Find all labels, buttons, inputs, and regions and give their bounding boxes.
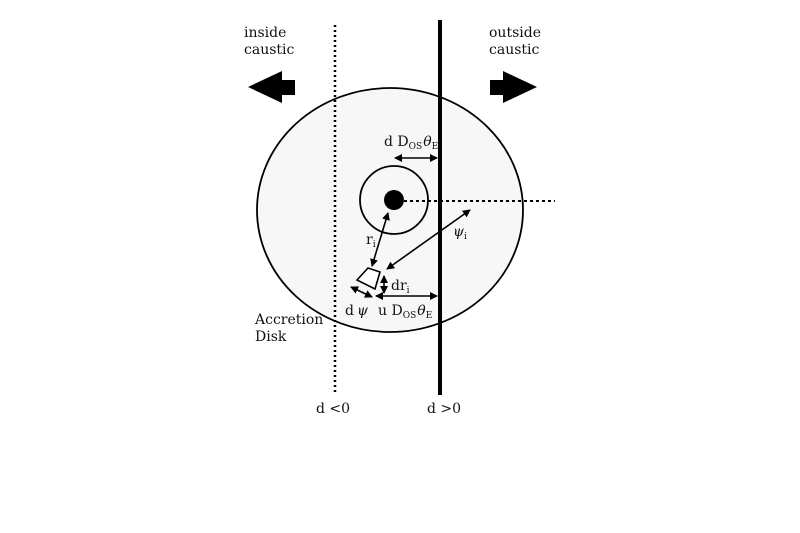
- black-hole: [384, 190, 404, 210]
- r-arrow: [370, 212, 390, 267]
- outside-caustic-label: outside caustic: [489, 25, 545, 58]
- d-dos-theta-label: d DOSθE: [384, 134, 438, 152]
- area-element: [355, 267, 381, 291]
- psi-label: ψi: [453, 224, 467, 242]
- right-arrow-icon: [490, 71, 537, 103]
- dr-label: dri: [391, 278, 410, 296]
- d-positive-label: d >0: [427, 401, 461, 417]
- d-negative-label: d <0: [316, 401, 350, 417]
- accretion-disk-label: Accretion Disk: [254, 312, 328, 345]
- left-arrow-icon: [248, 71, 295, 103]
- r-label: ri: [366, 232, 376, 250]
- u-dos-theta-label: u DOSθE: [378, 303, 432, 321]
- psi-arrow: [386, 209, 471, 270]
- inside-caustic-label: inside caustic: [244, 25, 294, 58]
- dpsi-arrow: [350, 286, 373, 298]
